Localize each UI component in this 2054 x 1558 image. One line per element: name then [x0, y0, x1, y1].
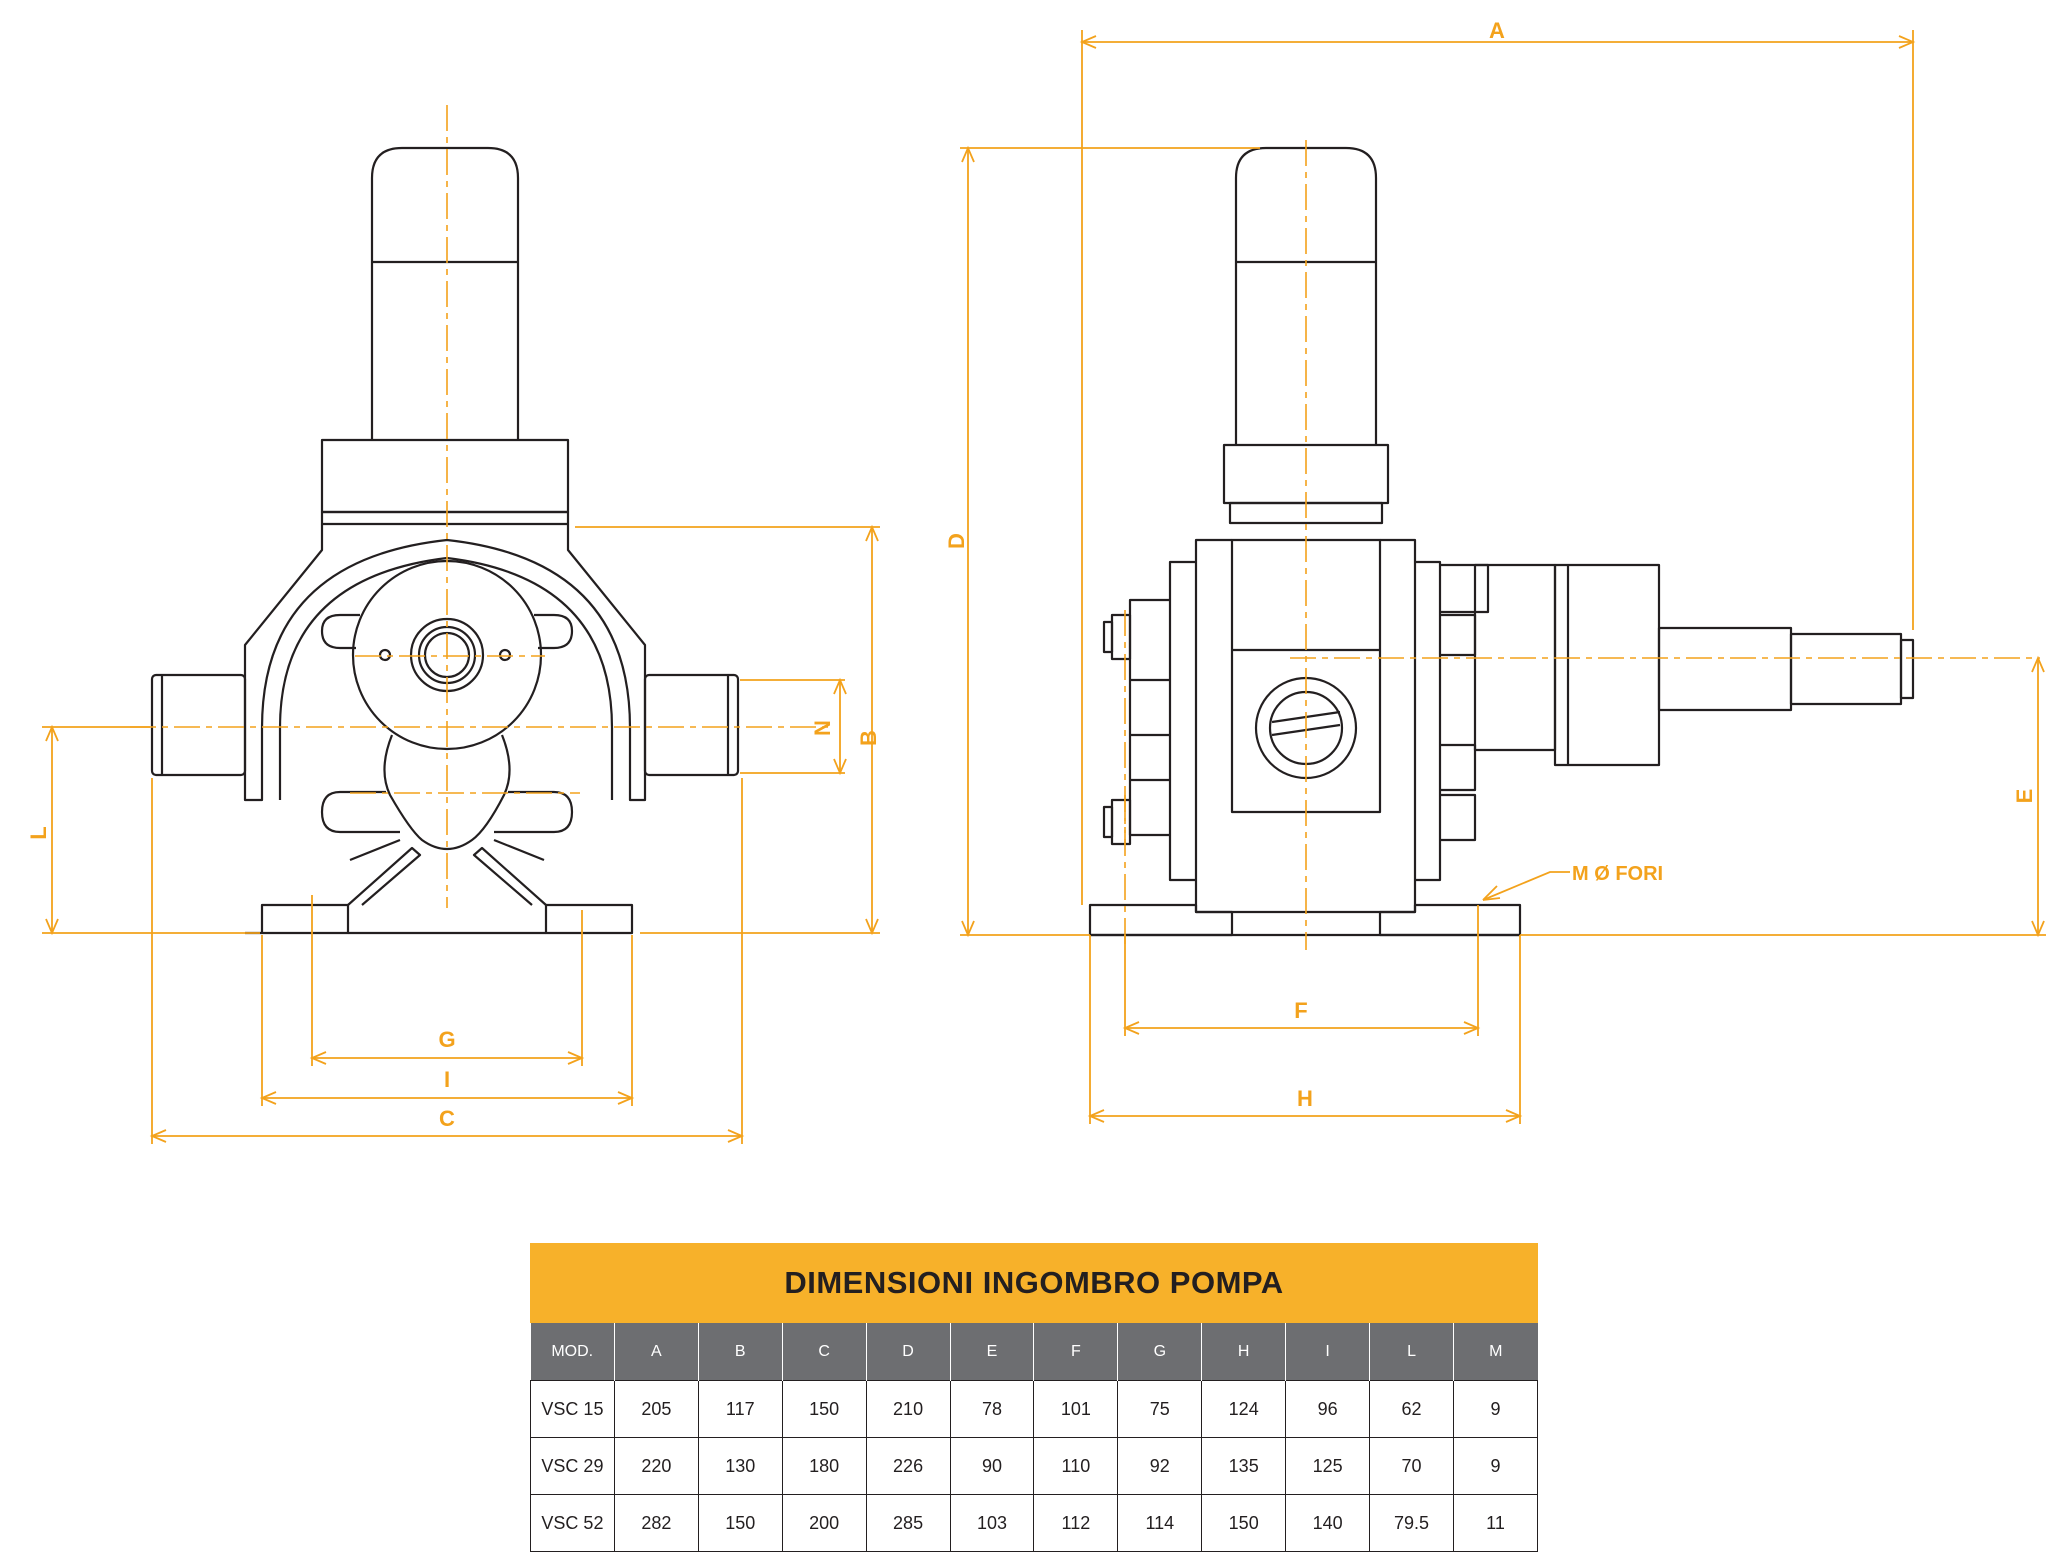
table-cell: 70: [1369, 1437, 1454, 1495]
table-cell: 92: [1117, 1437, 1203, 1495]
table-cell: 9: [1452, 1380, 1539, 1438]
dim-label-F: F: [1294, 998, 1307, 1023]
front-dimensions: B N L G I C: [26, 524, 881, 1144]
table-cell: 78: [949, 1380, 1035, 1438]
table-cell: 285: [865, 1494, 951, 1552]
side-bearing: [1553, 563, 1661, 767]
column-header: C: [782, 1323, 867, 1381]
table-cell: 140: [1285, 1494, 1371, 1552]
table-cell: 96: [1285, 1380, 1371, 1438]
table-cell: 205: [613, 1380, 699, 1438]
side-shaft: [1657, 626, 1793, 712]
front-motor-collar: [320, 438, 570, 514]
dim-label-H: H: [1297, 1086, 1313, 1111]
table-cell: 101: [1033, 1380, 1119, 1438]
axis-lines: [130, 105, 2040, 950]
table-cell: 130: [697, 1437, 783, 1495]
table-cell: 150: [1201, 1494, 1287, 1552]
table-cell: 125: [1285, 1437, 1371, 1495]
table-cell: 135: [1201, 1437, 1287, 1495]
table-cell: VSC 52: [530, 1494, 615, 1552]
dim-label-A: A: [1489, 18, 1505, 43]
dim-label-I: I: [444, 1067, 450, 1092]
front-pipe-left: [150, 673, 247, 777]
table-title: DIMENSIONI INGOMBRO POMPA: [530, 1243, 1538, 1323]
table-cell: 75: [1117, 1380, 1203, 1438]
dim-label-G: G: [438, 1027, 455, 1052]
table-cell: 200: [781, 1494, 867, 1552]
table-cell: 112: [1033, 1494, 1119, 1552]
front-pipe-right: [643, 673, 740, 777]
front-motor-cap: [370, 146, 520, 440]
dim-label-E: E: [2012, 789, 2037, 804]
table-cell: 114: [1117, 1494, 1203, 1552]
table-cell: VSC 15: [530, 1380, 615, 1438]
column-header: E: [950, 1323, 1035, 1381]
table-cell: 226: [865, 1437, 951, 1495]
table-cell: 210: [865, 1380, 951, 1438]
front-foot-left: [260, 903, 350, 935]
column-header: M: [1453, 1323, 1538, 1381]
table-cell: 79.5: [1369, 1494, 1454, 1552]
table-cell: 117: [697, 1380, 783, 1438]
table-cell: 110: [1033, 1437, 1119, 1495]
column-header: D: [866, 1323, 951, 1381]
column-header: B: [698, 1323, 783, 1381]
column-header: L: [1369, 1323, 1454, 1381]
table-cell: 150: [697, 1494, 783, 1552]
dim-label-D: D: [944, 533, 969, 549]
table-cell: 150: [781, 1380, 867, 1438]
front-body: [243, 524, 647, 802]
table-cell: 282: [613, 1494, 699, 1552]
column-header: G: [1117, 1323, 1203, 1381]
column-header: A: [614, 1323, 699, 1381]
dim-label-N: N: [810, 720, 835, 736]
table-cell: VSC 29: [530, 1437, 615, 1495]
table-cell: 103: [949, 1494, 1035, 1552]
table-cell: 11: [1452, 1494, 1539, 1552]
table-cell: 9: [1452, 1437, 1539, 1495]
table-cell: 90: [949, 1437, 1035, 1495]
side-dimensions: A D E F H M Ø FORI: [944, 18, 2046, 1124]
column-header: I: [1285, 1323, 1371, 1381]
dim-label-L: L: [26, 826, 51, 839]
column-header: MOD.: [530, 1323, 615, 1381]
front-view: [150, 146, 740, 935]
table-cell: 180: [781, 1437, 867, 1495]
table-cell: 124: [1201, 1380, 1287, 1438]
dim-label-B: B: [856, 730, 881, 746]
dim-label-C: C: [439, 1106, 455, 1131]
table-cell: 220: [613, 1437, 699, 1495]
table-cell: 62: [1369, 1380, 1454, 1438]
holes-note: M Ø FORI: [1572, 863, 1663, 885]
front-foot-right: [544, 903, 634, 935]
column-header: H: [1201, 1323, 1287, 1381]
side-view: [1088, 146, 1915, 937]
column-header: F: [1033, 1323, 1119, 1381]
